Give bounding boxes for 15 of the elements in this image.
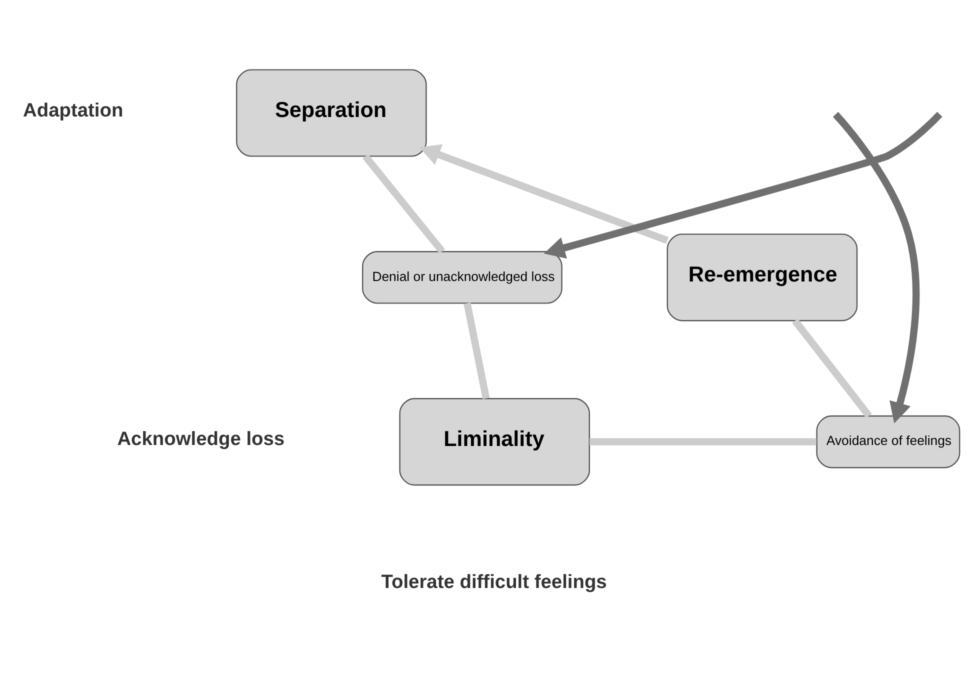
node-box: Denial or unacknowledged loss: [362, 250, 562, 304]
label: Acknowledge loss: [117, 428, 285, 450]
label: Tolerate difficult feelings: [381, 571, 607, 592]
node-box: Separation: [236, 68, 427, 156]
connector: [362, 154, 445, 254]
connector: [464, 302, 490, 399]
node-box: Re-emergence: [666, 233, 858, 321]
node-box: Avoidance of feelings: [816, 414, 960, 468]
connector: [792, 318, 872, 418]
connector: [590, 438, 816, 445]
node-box: Liminality: [399, 398, 590, 486]
arrow: [419, 144, 669, 244]
label: Adaptation: [23, 100, 124, 121]
arrow: [832, 111, 920, 423]
arrow: [544, 111, 942, 258]
